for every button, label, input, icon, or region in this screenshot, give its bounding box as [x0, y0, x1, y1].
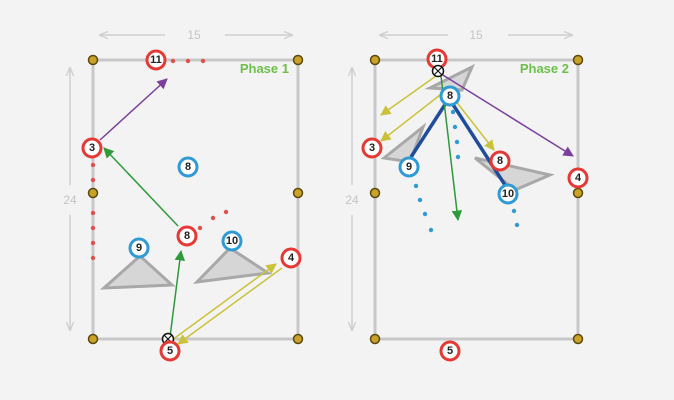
pass-arrow-green: [103, 147, 179, 227]
cone-marker: [572, 187, 584, 199]
cone-marker: [369, 333, 381, 345]
svg-text:10: 10: [226, 235, 238, 247]
phase2-width-dimension: 15: [380, 28, 572, 42]
phase2-cones: [369, 54, 584, 345]
cone-marker: [292, 187, 304, 199]
player-red: 3: [361, 137, 383, 159]
svg-text:4: 4: [288, 252, 295, 264]
player-red: 8: [176, 225, 198, 247]
cone-marker: [369, 187, 381, 199]
phase1-width-label: 15: [187, 28, 201, 42]
phase1-width-dimension: 15: [100, 28, 292, 42]
svg-text:8: 8: [497, 155, 503, 167]
phase2-pitch-boundary: [373, 58, 580, 341]
phase1-title: Phase 1: [240, 61, 289, 76]
cone-marker: [572, 333, 584, 345]
player-red: 5: [159, 340, 181, 362]
pass-arrow-yellow: [380, 87, 450, 142]
player-blue: 8: [439, 85, 461, 107]
svg-text:5: 5: [167, 345, 173, 357]
phase1-players: 11 3 8 8 9 10 4 5: [81, 49, 302, 362]
svg-text:3: 3: [369, 142, 375, 154]
player-red: 4: [280, 247, 302, 269]
cone-marker: [292, 54, 304, 66]
pass-arrow-purple: [99, 78, 168, 141]
phase1-panel: 15 24: [63, 28, 304, 362]
cone-marker: [87, 187, 99, 199]
cone-marker: [369, 54, 381, 66]
svg-text:8: 8: [184, 230, 190, 242]
player-blue: 9: [398, 156, 420, 178]
phase2-width-label: 15: [469, 28, 483, 42]
pass-arrow-yellow: [380, 75, 437, 116]
ball-icon: [431, 64, 445, 78]
svg-text:9: 9: [136, 242, 142, 254]
svg-text:11: 11: [431, 53, 443, 65]
svg-text:3: 3: [89, 142, 95, 154]
defensive-shadow-triangle: [99, 253, 176, 290]
pass-arrow-yellow: [171, 263, 277, 341]
svg-text:8: 8: [447, 90, 453, 102]
svg-text:10: 10: [502, 188, 514, 200]
player-run-line: [450, 102, 507, 186]
phase2-title: Phase 2: [520, 61, 569, 76]
phase1-red-dotted-runs: [90, 58, 229, 261]
pass-arrow-yellow: [454, 99, 495, 151]
svg-text:8: 8: [185, 161, 191, 173]
player-run-line: [409, 102, 448, 158]
player-blue: 10: [497, 183, 519, 205]
player-red: 3: [81, 137, 103, 159]
phase2-players: 11 8 3 9 8 10 4 5: [361, 48, 589, 362]
phase2-panel: 15 24: [345, 28, 589, 362]
cone-marker: [87, 333, 99, 345]
player-blue: 9: [128, 237, 150, 259]
svg-text:5: 5: [447, 345, 453, 357]
phase1-height-dimension: 24: [63, 68, 77, 330]
pass-arrow-green: [169, 249, 186, 338]
svg-text:9: 9: [406, 161, 412, 173]
phase1-pitch-boundary: [91, 58, 300, 341]
pass-arrow-purple: [437, 71, 574, 157]
player-red: 5: [439, 340, 461, 362]
pass-arrow-yellow: [177, 267, 283, 345]
defensive-shadow-triangle: [192, 246, 273, 285]
phase2-height-label: 24: [345, 193, 359, 207]
phase1-cones: [87, 54, 304, 345]
phase2-height-dimension: 24: [345, 68, 359, 330]
cone-marker: [87, 54, 99, 66]
cone-marker: [292, 333, 304, 345]
player-blue: 10: [221, 230, 243, 252]
phase1-height-label: 24: [63, 193, 77, 207]
svg-text:4: 4: [575, 172, 582, 184]
player-red: 8: [489, 150, 511, 172]
player-blue: 8: [177, 156, 199, 178]
player-red: 4: [567, 167, 589, 189]
svg-text:11: 11: [150, 54, 162, 66]
player-red: 11: [145, 49, 167, 71]
cone-marker: [572, 54, 584, 66]
